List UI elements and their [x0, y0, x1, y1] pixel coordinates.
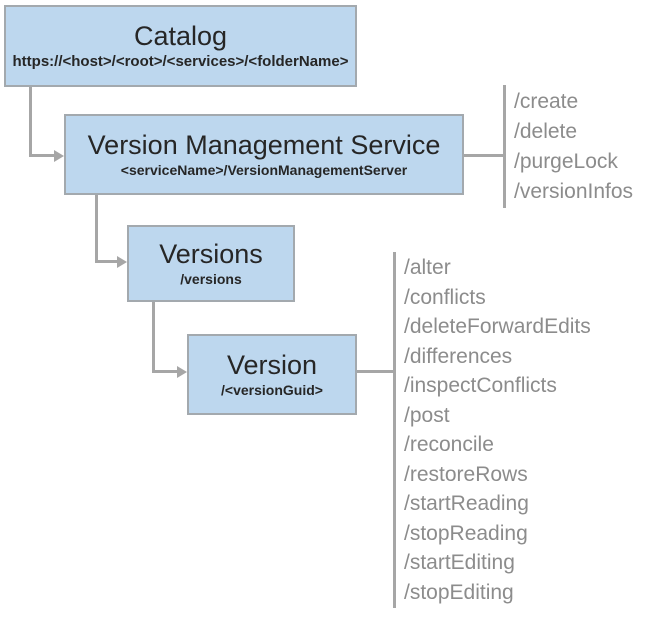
op-item: /deleteForwardEdits	[404, 315, 591, 338]
arrow-right-icon	[117, 255, 127, 268]
op-item: /startEditing	[404, 551, 515, 574]
op-item: /stopEditing	[404, 580, 514, 604]
op-item: /restoreRows	[404, 462, 528, 486]
connector-segment	[152, 370, 178, 373]
connector-segment	[95, 260, 118, 263]
connector-segment	[152, 302, 155, 373]
op-item: /purgeLock	[514, 150, 618, 173]
op-item: /alter	[404, 256, 451, 279]
connector-segment	[357, 370, 393, 373]
ops-bracket-line	[503, 85, 506, 208]
connector-segment	[95, 195, 98, 263]
version-node: Version /<versionGuid>	[187, 334, 357, 415]
connector-segment	[464, 154, 503, 157]
connector-segment	[29, 87, 32, 157]
versions-title: Versions	[159, 238, 263, 269]
version-subtitle: /<versionGuid>	[221, 381, 323, 398]
versions-node: Versions /versions	[127, 225, 295, 302]
catalog-node: Catalog https://<host>/<root>/<services>…	[4, 5, 357, 87]
catalog-subtitle: https://<host>/<root>/<services>/<folder…	[12, 52, 349, 70]
version-title: Version	[226, 349, 318, 380]
op-item: /startReading	[404, 492, 529, 515]
service-subtitle: <serviceName>/VersionManagementServer	[120, 161, 408, 178]
op-item: /create	[514, 90, 579, 113]
service-title: Version Management Service	[87, 129, 441, 160]
service-operations-list: /create /delete /purgeLock /versionInfos	[514, 87, 633, 207]
connector-segment	[29, 154, 55, 157]
op-item: /inspectConflicts	[404, 374, 557, 397]
op-item: /reconcile	[404, 433, 494, 456]
arrow-right-icon	[177, 365, 187, 378]
op-item: /delete	[514, 120, 578, 143]
op-item: /versionInfos	[514, 180, 634, 203]
arrow-right-icon	[54, 149, 64, 162]
op-item: /conflicts	[404, 285, 486, 309]
catalog-title: Catalog	[133, 20, 228, 51]
version-operations-list: /alter /conflicts /deleteForwardEdits /d…	[404, 253, 591, 607]
op-item: /stopReading	[404, 521, 528, 545]
op-item: /post	[404, 403, 450, 427]
version-management-service-node: Version Management Service <serviceName>…	[64, 114, 464, 195]
op-item: /differences	[404, 344, 513, 368]
versions-subtitle: /versions	[180, 270, 242, 287]
ops-bracket-line	[393, 252, 396, 608]
